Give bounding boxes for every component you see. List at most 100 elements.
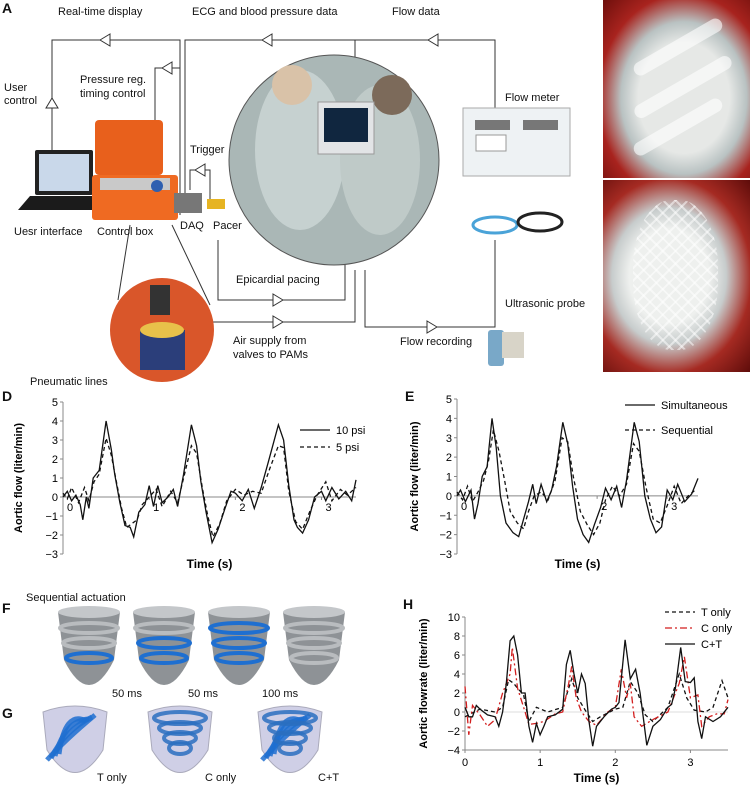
legend-label: 10 psi [336, 425, 365, 437]
legend-label: 5 psi [336, 442, 359, 454]
actuator-ring [61, 636, 117, 650]
x-tick-label: 1 [153, 502, 159, 514]
y-tick-label: −1 [439, 510, 452, 522]
y-tick-label: 3 [446, 433, 452, 445]
cone-3 [208, 606, 270, 685]
label-flow-data: Flow data [392, 6, 440, 18]
x-tick-label: 3 [671, 501, 677, 513]
y-tick-label: −2 [439, 530, 452, 542]
x-tick-label: 3 [687, 757, 693, 769]
x-tick-label: 0 [462, 757, 468, 769]
cone-top [208, 606, 270, 618]
control-box [92, 120, 178, 220]
y-tick-label: 5 [52, 397, 58, 409]
actuator-configurations [42, 705, 323, 773]
y-tick-label: 2 [52, 454, 58, 466]
y-tick-label: −1 [45, 511, 58, 523]
actuator-ring [289, 651, 339, 665]
x-tick-label: 2 [239, 502, 245, 514]
twist-actuator [56, 716, 88, 755]
label-real-time-display: Real-time display [58, 6, 143, 18]
x-tick-label: 1 [537, 757, 543, 769]
label-pressure-reg: Pressure reg. [80, 74, 147, 86]
y-tick-label: −3 [45, 549, 58, 561]
y-tick-label: 6 [454, 650, 460, 662]
legend-label: Simultaneous [661, 400, 728, 412]
series-line-t-only [464, 671, 729, 724]
actuator-ring [286, 636, 342, 650]
label-user-interface: Uesr interface [14, 226, 83, 238]
panel-label-f: F [2, 600, 11, 616]
arrow-left-icon [194, 163, 206, 177]
label-ecg-bp-data: ECG and blood pressure data [192, 6, 338, 18]
y-tick-label: 1 [446, 472, 452, 484]
compression-actuator [167, 740, 193, 756]
series-line-10-psi [62, 420, 357, 545]
compression-actuator [277, 740, 303, 756]
actuator-ring [139, 651, 189, 665]
y-tick-label: 0 [446, 491, 452, 503]
series-line-5-psi [62, 437, 357, 539]
y-tick-label: 4 [454, 669, 460, 681]
arrow-left-icon [161, 61, 173, 75]
panel-label-a: A [2, 0, 13, 16]
label-user-control: User control [4, 82, 38, 107]
arrow-right-icon [272, 315, 284, 329]
daq-device [174, 193, 202, 213]
pneumatic-lines-photo [110, 278, 214, 382]
legend-label: C only [701, 623, 733, 635]
arrow-left-icon [261, 33, 273, 47]
x-tick-label: 2 [612, 757, 618, 769]
panel-label-h: H [403, 596, 414, 612]
arrow-right-icon [272, 293, 284, 307]
diagram-connections [51, 39, 496, 328]
ultrasonic-probe [488, 330, 524, 366]
y-tick-label: 0 [52, 492, 58, 504]
arrow-up-icon [45, 97, 59, 109]
label-daq: DAQ [180, 220, 204, 232]
y-axis-label: Aortic flowrate (liter/min) [418, 618, 430, 749]
y-tick-label: −2 [447, 726, 460, 738]
arrow-right-icon [426, 320, 438, 334]
label-timing-control: timing control [80, 88, 146, 100]
y-tick-label: 4 [446, 413, 452, 425]
y-axis-label: Aortic flow (liter/min) [13, 423, 25, 533]
panel-label-d: D [2, 388, 13, 404]
label-pacer: Pacer [213, 220, 242, 232]
y-tick-label: −3 [439, 549, 452, 561]
series-line-c-only [464, 647, 729, 735]
x-axis-label: Time (s) [187, 557, 233, 571]
cone-1 [58, 606, 120, 685]
y-tick-label: −2 [45, 530, 58, 542]
y-tick-label: −4 [447, 745, 460, 757]
arrow-left-icon [427, 33, 439, 47]
series-line-sequential [456, 429, 696, 536]
cone-2 [133, 606, 195, 685]
series-line-simultaneous [456, 418, 699, 544]
panel-label-g: G [2, 705, 13, 721]
sequential-actuation-cones [58, 606, 345, 685]
actuator-ring [64, 651, 114, 665]
actuator-ring [211, 636, 267, 650]
y-tick-label: 2 [446, 452, 452, 464]
cone-4 [283, 606, 345, 685]
x-axis-label: Time (s) [555, 557, 601, 571]
cone-top [58, 606, 120, 618]
legend-label: C+T [701, 639, 722, 651]
y-tick-label: 1 [52, 473, 58, 485]
y-tick-label: 5 [446, 394, 452, 406]
dome-1 [42, 705, 108, 773]
flow-arrows [45, 33, 439, 334]
label-delay-2: 50 ms [188, 688, 218, 700]
y-tick-label: 2 [454, 688, 460, 700]
legend-label: Sequential [661, 425, 713, 437]
legend-label: T only [701, 607, 731, 619]
actuator-ring [136, 636, 192, 650]
y-tick-label: 0 [454, 707, 460, 719]
label-trigger: Trigger [190, 144, 225, 156]
actuator-ring [214, 651, 264, 665]
heart-photo-b [603, 0, 750, 178]
